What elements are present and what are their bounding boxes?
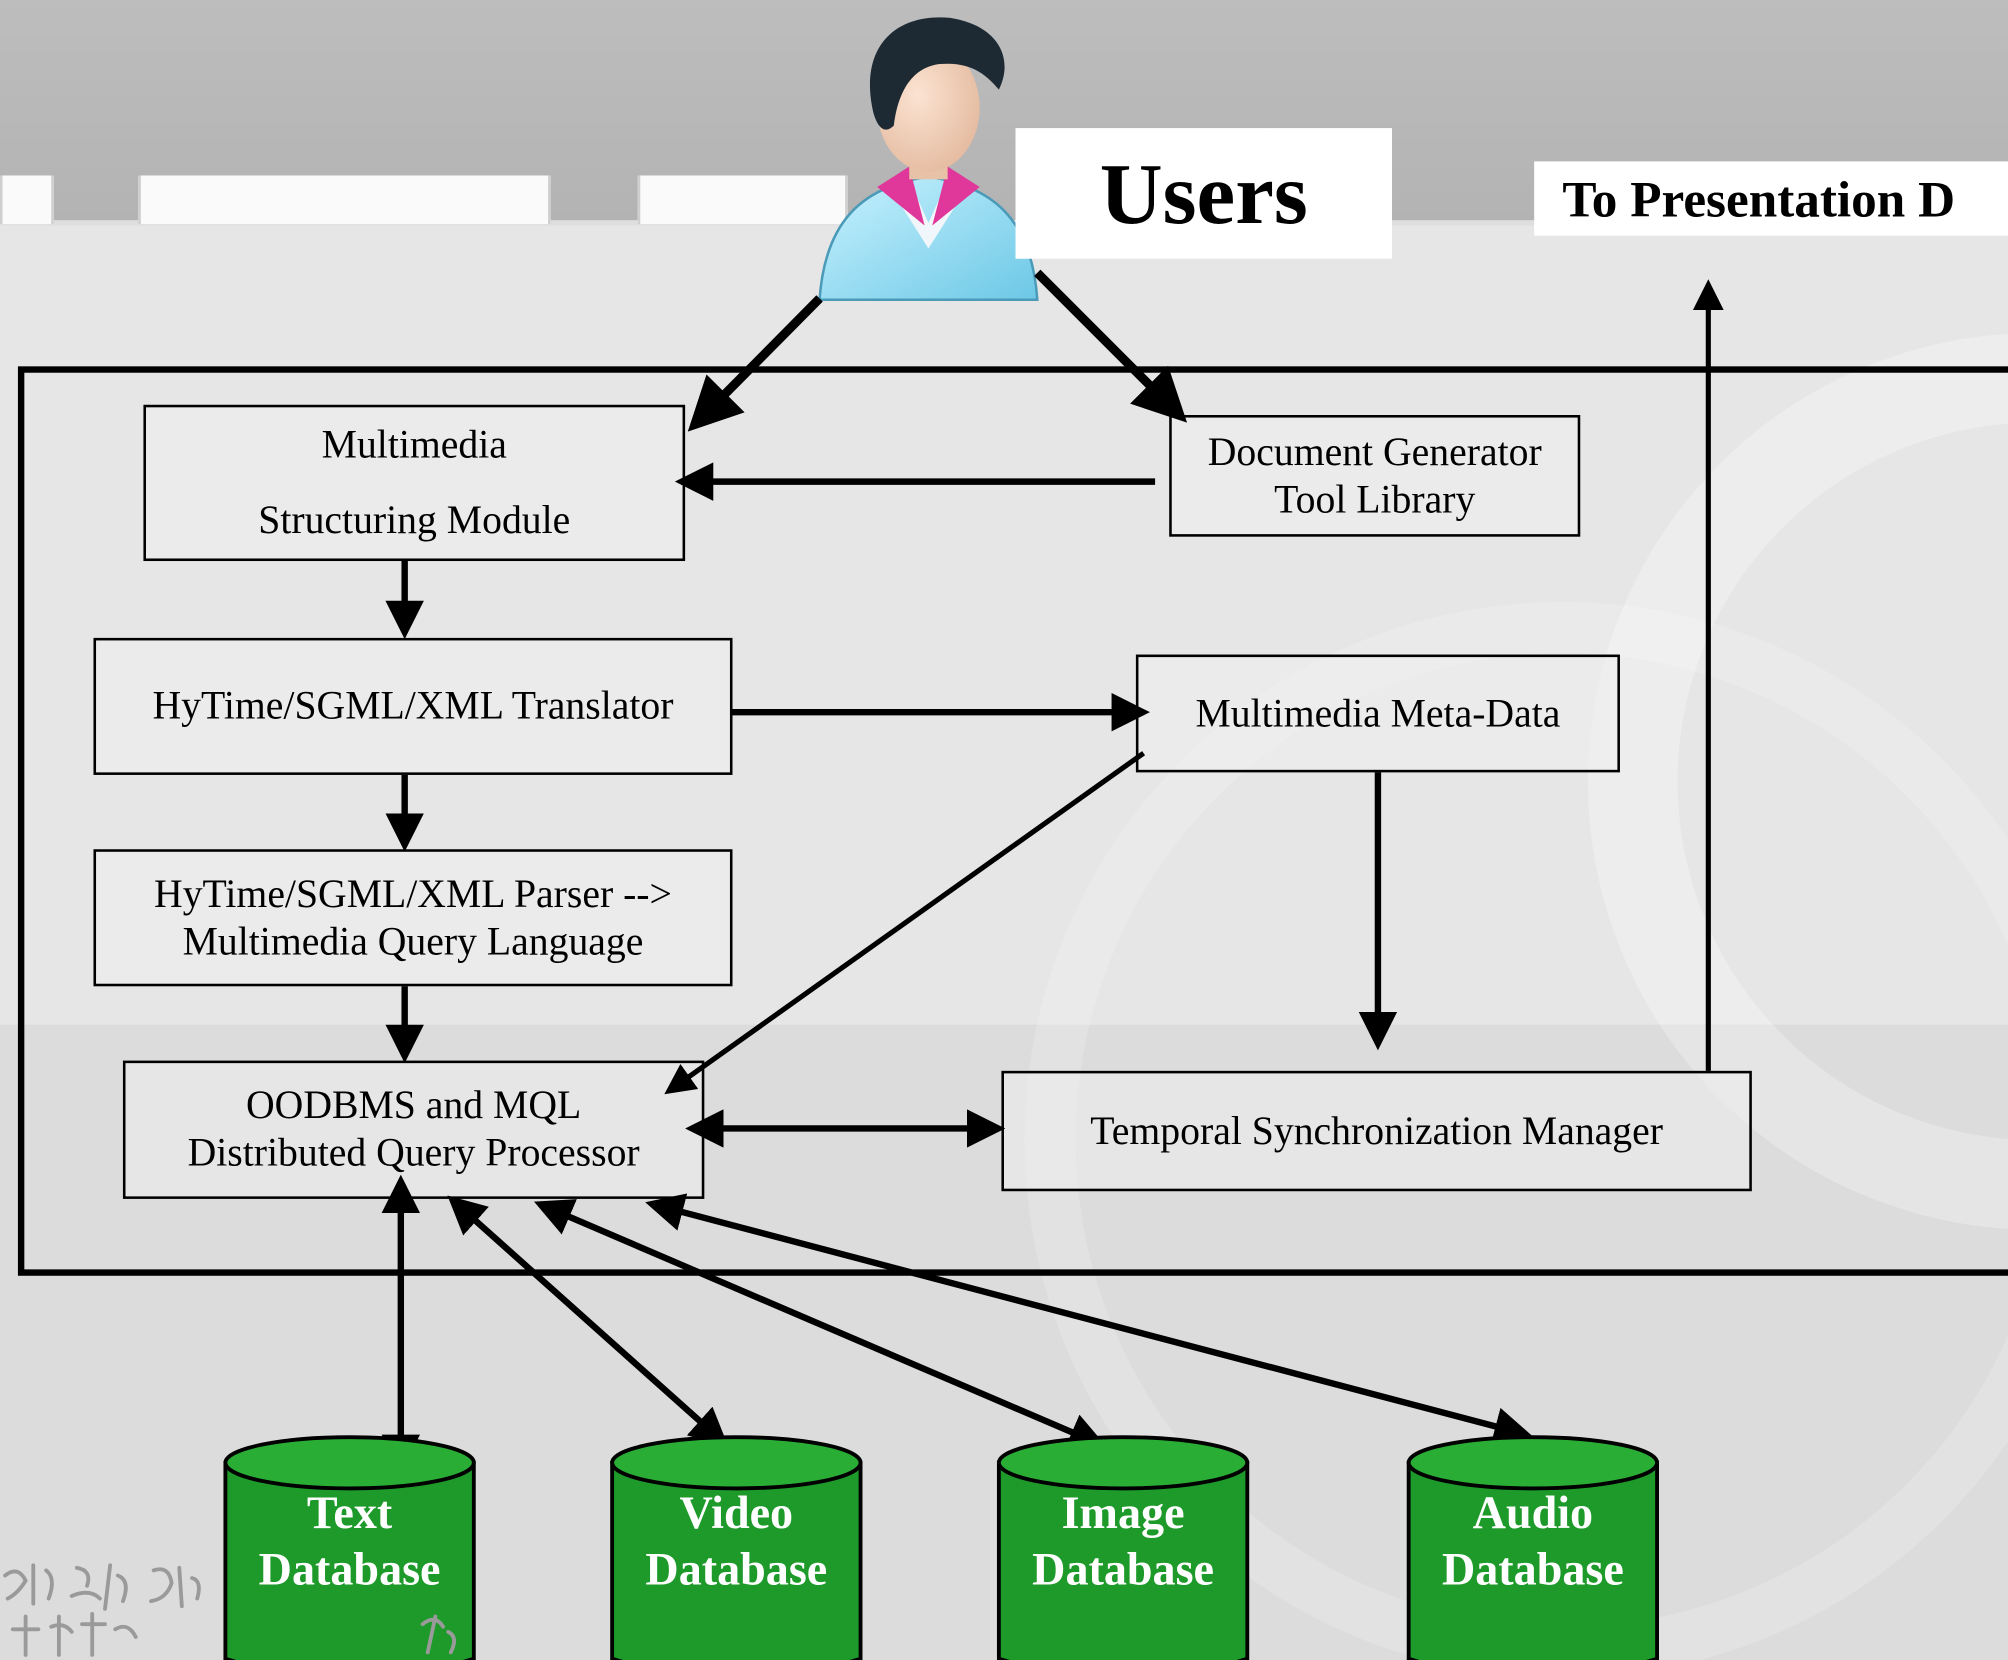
header-tab <box>0 175 54 225</box>
text-database-line1: Text <box>306 1487 393 1539</box>
arrow-users-to-generator <box>1034 269 1188 423</box>
temporal-sync-box: Temporal Synchronization Manager <box>1001 1070 1752 1192</box>
audio-database: Audio Database <box>1406 1435 1660 1660</box>
query-processor-line2: Distributed Query Processor <box>187 1129 640 1175</box>
arrow-users-to-structuring <box>687 295 823 432</box>
structuring-module-box: Multimedia Structuring Module <box>143 404 686 562</box>
image-database: Image Database <box>996 1435 1250 1660</box>
structuring-module-line2: Structuring Module <box>258 496 571 542</box>
parser-line1: HyTime/SGML/XML Parser --> <box>154 870 672 916</box>
video-database-line2: Database <box>645 1543 828 1595</box>
video-database: Video Database <box>610 1435 864 1660</box>
text-database-line2: Database <box>258 1543 441 1595</box>
header-tab <box>637 175 848 225</box>
video-database-line1: Video <box>679 1487 794 1539</box>
presentation-label: To Presentation D <box>1534 161 2008 236</box>
database-cylinder-icon <box>1406 1435 1660 1660</box>
translator-label: HyTime/SGML/XML Translator <box>152 682 674 728</box>
users-label: Users <box>1015 128 1393 259</box>
arrow-processor-audio-db <box>645 1193 1533 1446</box>
image-database-line2: Database <box>1032 1543 1215 1595</box>
audio-database-line2: Database <box>1441 1543 1624 1595</box>
database-cylinder-icon <box>996 1435 1250 1660</box>
document-generator-line2: Tool Library <box>1274 475 1476 521</box>
database-cylinder-icon <box>223 1435 476 1660</box>
arrow-processor-video-db <box>447 1195 729 1447</box>
parser-line2: Multimedia Query Language <box>182 917 644 963</box>
database-cylinder-icon <box>610 1435 863 1660</box>
query-processor-line1: OODBMS and MQL <box>245 1082 582 1128</box>
meta-data-label: Multimedia Meta-Data <box>1195 690 1561 735</box>
image-database-line1: Image <box>1061 1487 1185 1539</box>
parser-box: HyTime/SGML/XML Parser --> Multimedia Qu… <box>93 849 733 987</box>
audio-database-line1: Audio <box>1472 1487 1594 1539</box>
text-database: Text Database <box>223 1435 477 1660</box>
university-logo <box>3 1563 456 1657</box>
temporal-sync-label: Temporal Synchronization Manager <box>1090 1107 1663 1153</box>
structuring-module-line1: Multimedia <box>321 421 507 467</box>
header-tab <box>138 175 551 225</box>
document-generator-line1: Document Generator <box>1207 429 1542 474</box>
arrow-metadata-to-processor <box>664 751 1146 1095</box>
document-generator-box: Document Generator Tool Library <box>1169 415 1581 537</box>
meta-data-box: Multimedia Meta-Data <box>1135 654 1620 773</box>
